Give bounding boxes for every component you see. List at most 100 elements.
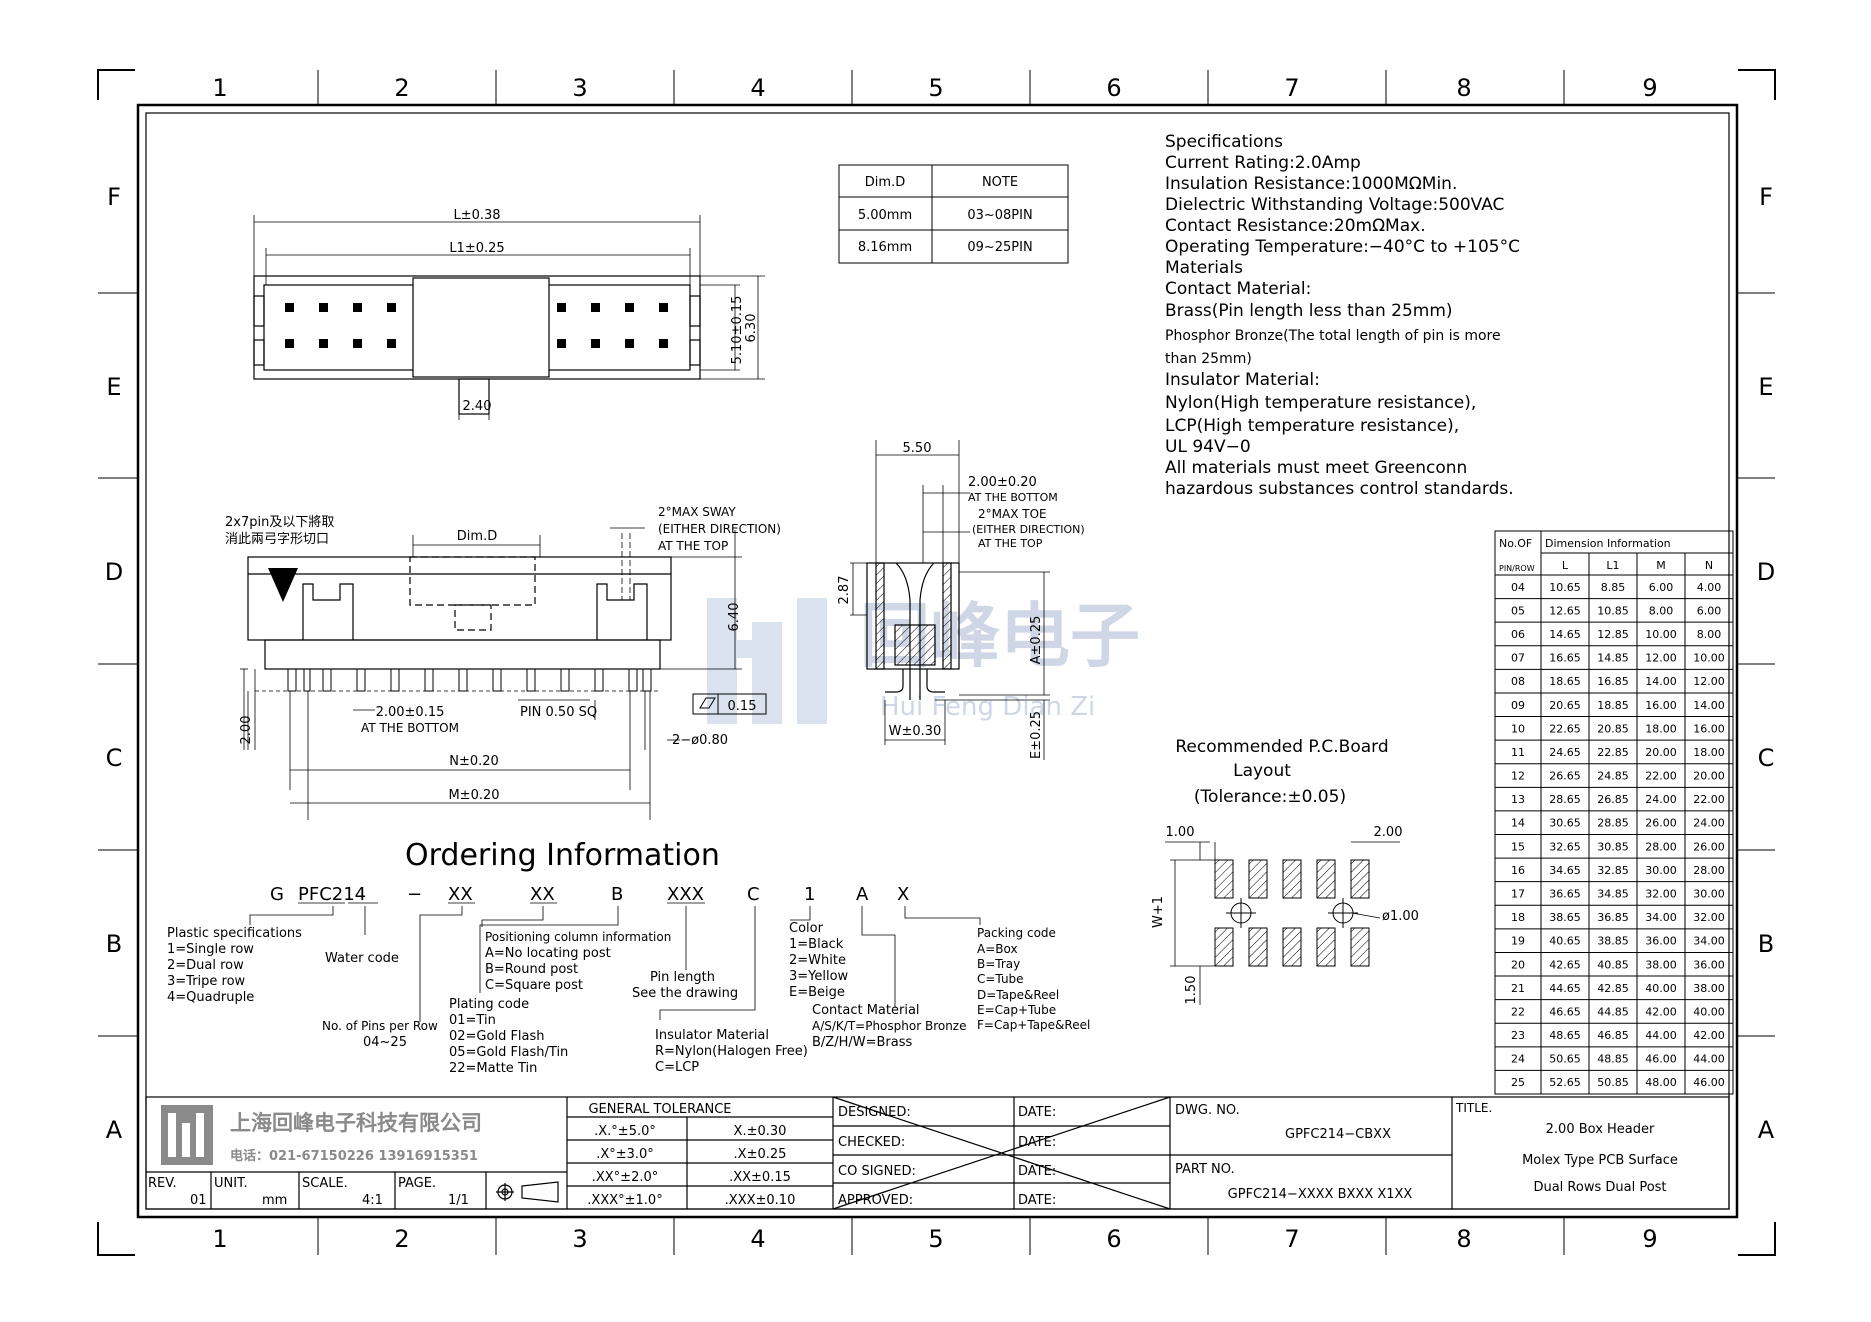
table-cell: 18.85 (1597, 699, 1629, 712)
dim-a: A±0.25 (1029, 616, 1044, 665)
row-label: E (1758, 373, 1773, 401)
table-cell: 15 (1511, 840, 1525, 853)
table-cell: 23 (1511, 1029, 1525, 1042)
table-cell: 10.85 (1597, 604, 1629, 617)
tolerance-cell: .X°±3.0° (596, 1147, 654, 1162)
flatness: 0.15 (728, 699, 757, 714)
dimension-table-header: No.OF Dimension Information PIN/ROW L L1… (1499, 537, 1713, 573)
col-label: 3 (572, 74, 587, 102)
row-label: F (1759, 183, 1773, 211)
table-cell: 20.85 (1597, 722, 1629, 735)
company-phone: 电话：021-67150226 13916915351 (230, 1148, 478, 1164)
dim-d-label: Dim.D (457, 529, 497, 544)
pcb-layout (1165, 841, 1400, 1005)
col-label: 1 (212, 1225, 227, 1253)
row-label: C (106, 744, 123, 772)
row-label: E (106, 373, 121, 401)
table-cell: 44.85 (1597, 1005, 1629, 1018)
pcb-layout-labels: Recommended P.C.Board Layout (Tolerance:… (1151, 737, 1419, 1004)
dim-e: E±0.25 (1029, 711, 1044, 759)
table-cell: 18.00 (1645, 722, 1677, 735)
tolerance-title: GENERAL TOLERANCE (588, 1102, 731, 1117)
col-label: 5 (928, 74, 943, 102)
note-packing: E=Cap+Tube (977, 1003, 1056, 1017)
table-cell: 06 (1511, 628, 1525, 641)
dim-l: L±0.38 (453, 208, 500, 223)
ordering-code: G PFC214 − XX XX B XXX C 1 A X (270, 884, 909, 905)
table-cell: 46.00 (1645, 1053, 1677, 1066)
note-header: NOTE (982, 175, 1018, 190)
table-cell: 32.00 (1645, 887, 1677, 900)
note-pins: No. of Pins per Row (322, 1019, 438, 1033)
spec-line: Contact Material: (1165, 279, 1311, 299)
note-packing: C=Tube (977, 972, 1024, 986)
row-label: F (107, 183, 121, 211)
dim-pitch: 2.00±0.15 (376, 705, 445, 720)
table-cell: 18.00 (1693, 746, 1725, 759)
dwg-label: DWG. NO. (1175, 1103, 1240, 1118)
table-cell: 18.65 (1549, 675, 1581, 688)
table-cell: 28.85 (1597, 817, 1629, 830)
rev-value: 01 (190, 1193, 207, 1208)
row-label: D (1757, 558, 1775, 586)
date-label: DATE: (1018, 1193, 1056, 1208)
spec-line: Insulation Resistance:1000MΩMin. (1165, 174, 1457, 194)
table-cell: 16.00 (1645, 699, 1677, 712)
dim-640: 6.40 (727, 603, 742, 632)
dimd-cell: 8.16mm (858, 240, 912, 255)
spec-line: Dielectric Withstanding Voltage:500VAC (1165, 195, 1504, 215)
table-cell: 38.00 (1645, 958, 1677, 971)
col-label: 2 (394, 74, 409, 102)
toe-note: 2°MAX TOE (978, 507, 1047, 521)
table-cell: 16.00 (1693, 722, 1725, 735)
note-color: E=Beige (789, 985, 845, 1000)
note-insulator: C=LCP (655, 1060, 699, 1075)
code-part: XXX (667, 884, 704, 905)
table-cell: 32.65 (1549, 840, 1581, 853)
table-cell: 42.00 (1645, 1005, 1677, 1018)
table-cell: 08 (1511, 675, 1525, 688)
table-cell: 25 (1511, 1076, 1525, 1089)
table-cell: 36.65 (1549, 887, 1581, 900)
table-cell: 40.00 (1693, 1005, 1725, 1018)
code-part: B (611, 884, 623, 905)
table-cell: 30.65 (1549, 817, 1581, 830)
table-cell: 12.65 (1549, 604, 1581, 617)
row-label: A (106, 1116, 123, 1144)
pcb-dim-200: 2.00 (1374, 825, 1403, 840)
note-packing: B=Tray (977, 957, 1020, 971)
sway-note: 2°MAX SWAY (658, 505, 736, 519)
note-color: 2=White (789, 953, 846, 968)
table-cell: 24 (1511, 1053, 1525, 1066)
row-label: D (105, 558, 123, 586)
col-label: 4 (750, 74, 765, 102)
note-positioning: B=Round post (485, 962, 578, 977)
note-plastic: 2=Dual row (167, 958, 244, 973)
note-packing: A=Box (977, 942, 1018, 956)
table-cell: 26.85 (1597, 793, 1629, 806)
code-part: PFC214 (298, 884, 366, 905)
title-line: 2.00 Box Header (1546, 1122, 1655, 1137)
table-cell: 40.65 (1549, 935, 1581, 948)
table-cell: 42.85 (1597, 982, 1629, 995)
table-cell: 28.00 (1693, 864, 1725, 877)
table-cell: 10.00 (1645, 628, 1677, 641)
table-cell: 8.00 (1697, 628, 1722, 641)
table-cell: 22.65 (1549, 722, 1581, 735)
dim-w: W±0.30 (889, 724, 942, 739)
code-part: A (856, 884, 869, 905)
table-cell: 16.65 (1549, 652, 1581, 665)
code-part: X (897, 884, 909, 905)
spec-line: than 25mm) (1165, 351, 1252, 367)
table-cell: 19 (1511, 935, 1525, 948)
table-cell: 14.00 (1645, 675, 1677, 688)
table-cell: 8.00 (1649, 604, 1674, 617)
note-contact: A/S/K/T=Phosphor Bronze (812, 1019, 967, 1033)
sign-co-signed: CO SIGNED: (838, 1164, 916, 1179)
title-line: Molex Type PCB Surface (1522, 1153, 1678, 1168)
table-cell: 48.65 (1549, 1029, 1581, 1042)
col-label: 9 (1642, 74, 1657, 102)
table-cell: 18 (1511, 911, 1525, 924)
pcb-dim-100: 1.00 (1166, 825, 1195, 840)
